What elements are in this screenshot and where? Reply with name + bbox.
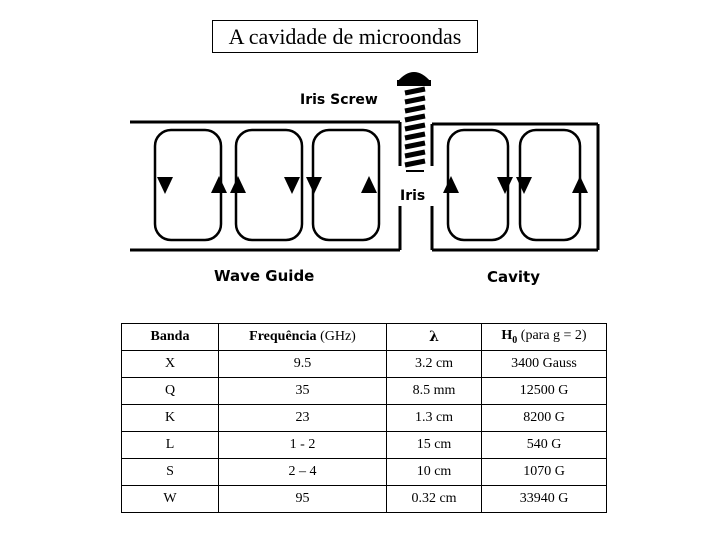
cell-frequency: 23 <box>218 404 387 432</box>
cell-band: W <box>121 485 219 513</box>
arrow-down <box>284 177 300 194</box>
arrow-down <box>497 177 513 194</box>
header-h-label: H <box>501 328 513 344</box>
header-frequency: Frequência (GHz) <box>218 323 387 351</box>
cell-frequency: 1 - 2 <box>218 431 387 459</box>
cell-lambda: 15 cm <box>386 431 482 459</box>
cell-lambda: 1.3 cm <box>386 404 482 432</box>
arrow-down <box>157 177 173 194</box>
header-h-subscript: 0 <box>512 334 518 346</box>
table-header-row: Banda Frequência (GHz) λ H0 (para g = 2) <box>121 323 607 351</box>
cell-frequency: 9.5 <box>218 350 387 378</box>
cell-h0: 12500 G <box>481 377 607 405</box>
arrow-down <box>516 177 532 194</box>
cell-band: K <box>121 404 219 432</box>
cell-lambda: 8.5 mm <box>386 377 482 405</box>
arrow-up <box>211 176 227 193</box>
header-frequency-label: Frequência <box>249 329 317 344</box>
cell-frequency: 35 <box>218 377 387 405</box>
cell-frequency: 2 – 4 <box>218 458 387 486</box>
cell-band: L <box>121 431 219 459</box>
cell-h0: 3400 Gauss <box>481 350 607 378</box>
waveguide-field-loops <box>153 128 381 242</box>
header-h0: H0 (para g = 2) <box>481 323 607 351</box>
table-row: L 1 - 2 15 cm 540 G <box>121 431 607 459</box>
cell-h0: 540 G <box>481 431 607 459</box>
arrow-down <box>306 177 322 194</box>
header-lambda: λ <box>386 323 482 351</box>
band-table: Banda Frequência (GHz) λ H0 (para g = 2)… <box>121 323 607 513</box>
cell-frequency: 95 <box>218 485 387 513</box>
field-arrows <box>157 176 588 194</box>
iris-screw-label: Iris Screw <box>300 92 378 108</box>
cell-lambda: 10 cm <box>386 458 482 486</box>
iris-label: Iris <box>400 188 425 204</box>
table-row: X 9.5 3.2 cm 3400 Gauss <box>121 350 607 378</box>
arrow-up <box>230 176 246 193</box>
cavity-field-loops <box>446 128 582 242</box>
arrow-up <box>443 176 459 193</box>
table-row: S 2 – 4 10 cm 1070 G <box>121 458 607 486</box>
cell-h0: 1070 G <box>481 458 607 486</box>
cell-band: X <box>121 350 219 378</box>
cell-h0: 8200 G <box>481 404 607 432</box>
cavity-label: Cavity <box>487 268 540 286</box>
cell-band: S <box>121 458 219 486</box>
header-frequency-unit: (GHz) <box>320 329 356 344</box>
cell-lambda: 0.32 cm <box>386 485 482 513</box>
cell-band: Q <box>121 377 219 405</box>
table-row: W 95 0.32 cm 33940 G <box>121 485 607 513</box>
header-band: Banda <box>121 323 219 351</box>
microwave-cavity-diagram: Iris Screw Iris Wave Guide Cavity <box>130 72 600 286</box>
page-title: A cavidade de microondas <box>212 20 478 53</box>
arrow-up <box>361 176 377 193</box>
waveguide-walls <box>130 120 600 252</box>
cell-lambda: 3.2 cm <box>386 350 482 378</box>
iris-screw-icon <box>397 72 431 172</box>
cell-h0: 33940 G <box>481 485 607 513</box>
lambda-symbol: λ <box>429 328 439 345</box>
wave-guide-label: Wave Guide <box>214 267 314 285</box>
table-row: Q 35 8.5 mm 12500 G <box>121 377 607 405</box>
arrow-up <box>572 176 588 193</box>
table-row: K 23 1.3 cm 8200 G <box>121 404 607 432</box>
header-h-note: (para g = 2) <box>520 328 587 344</box>
